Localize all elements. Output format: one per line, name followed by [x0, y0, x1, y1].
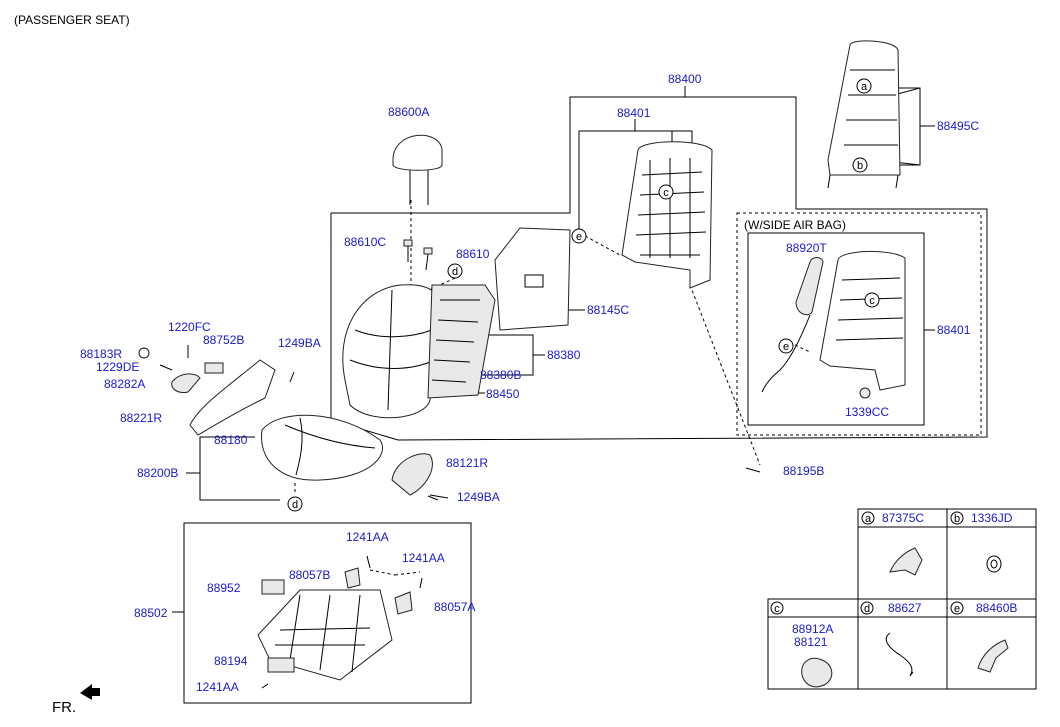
legend-part-88627: 88627 [888, 601, 922, 615]
label-88752b: 88752B [203, 333, 244, 347]
label-88495c: 88495C [937, 119, 979, 133]
diagram-title: (PASSENGER SEAT) [14, 13, 130, 27]
side-airbag-module [795, 257, 824, 316]
svg-text:e: e [954, 603, 960, 615]
clip-87375c-icon [889, 547, 923, 576]
legend-cell-a: a 87375C [861, 511, 924, 576]
label-88057a: 88057A [434, 600, 475, 614]
svg-text:c: c [869, 295, 875, 307]
legend-part-88121: 88121 [794, 635, 828, 649]
legend-cell-d: d 88627 [860, 601, 922, 677]
label-88400: 88400 [668, 72, 702, 86]
legend-cell-e: e 88460B [950, 601, 1017, 673]
label-1220fc: 1220FC [168, 320, 211, 334]
callout-d-top: d [447, 263, 463, 279]
callout-e-side: e [778, 338, 794, 354]
label-88380: 88380 [547, 348, 581, 362]
label-88057b: 88057B [289, 568, 330, 582]
front-arrow-icon [80, 684, 100, 700]
label-1339cc: 1339CC [845, 405, 889, 419]
knob-88912a-icon [801, 657, 833, 688]
label-88145c: 88145C [587, 303, 629, 317]
legend-part-87375c: 87375C [882, 511, 924, 525]
label-1249ba-top: 1249BA [278, 336, 321, 350]
label-88450: 88450 [486, 387, 520, 401]
label-1229de: 1229DE [96, 360, 139, 374]
label-88380b: 88380B [480, 368, 521, 382]
legend-part-88460b: 88460B [976, 601, 1017, 615]
legend-part-1336jd: 1336JD [971, 511, 1013, 525]
legend-table [767, 508, 1037, 690]
callout-a: a [856, 78, 872, 94]
label-1249ba-bot: 1249BA [457, 490, 500, 504]
side-airbag-title: (W/SIDE AIR BAG) [744, 218, 846, 232]
label-88920t: 88920T [786, 241, 827, 255]
svg-text:a: a [865, 513, 872, 525]
side-airbag-dashed-box [736, 212, 982, 436]
fastener-88183r [138, 347, 150, 359]
label-88194: 88194 [214, 654, 248, 668]
seat-track [257, 555, 423, 689]
label-88401-top: 88401 [617, 106, 651, 120]
leader-88200b [199, 436, 280, 501]
wire-88627-icon [885, 632, 914, 677]
svg-text:d: d [864, 603, 870, 615]
label-fr: FR. [52, 699, 76, 716]
callout-e-top: e [571, 228, 587, 244]
headrest [392, 134, 443, 205]
label-88952: 88952 [207, 581, 241, 595]
callout-c-top: c [658, 184, 674, 200]
svg-text:a: a [861, 81, 868, 93]
label-1241aa-c: 1241AA [196, 680, 239, 694]
headrest-guides [403, 239, 433, 271]
hook-88460b-icon [977, 639, 1009, 673]
label-88610: 88610 [456, 247, 490, 261]
side-airbag-frame [761, 250, 906, 393]
label-88221r: 88221R [120, 411, 162, 425]
seat-track-box [183, 522, 472, 704]
back-panel-88495c [827, 40, 901, 189]
label-88195b: 88195B [783, 464, 824, 478]
label-1241aa-a: 1241AA [346, 530, 389, 544]
callout-c-side: c [864, 292, 880, 308]
side-airbag-inner-box [747, 232, 925, 426]
legend-cell-c: c 88912A 88121 [770, 601, 833, 688]
label-88200b: 88200B [137, 466, 178, 480]
callout-d-bottom: d [287, 496, 303, 512]
svg-text:b: b [857, 160, 863, 172]
svg-text:c: c [663, 187, 669, 199]
label-88610c: 88610C [344, 235, 386, 249]
label-88401-side: 88401 [937, 323, 971, 337]
label-88121r: 88121R [446, 456, 488, 470]
seat-cushion [261, 414, 383, 481]
svg-text:e: e [576, 231, 582, 243]
label-88600a: 88600A [388, 105, 429, 119]
side-shield-outer [171, 359, 276, 436]
legend-part-88912a: 88912A [792, 622, 833, 636]
side-shield-inner [391, 453, 433, 496]
svg-text:d: d [452, 266, 458, 278]
label-1241aa-b: 1241AA [402, 551, 445, 565]
grommet-1336jd-icon [986, 555, 1002, 573]
label-88183r: 88183R [80, 347, 122, 361]
back-board [494, 227, 571, 331]
svg-text:b: b [954, 513, 960, 525]
seatback-cover [342, 284, 443, 419]
nut-1339cc [859, 387, 871, 399]
label-88282a: 88282A [104, 377, 145, 391]
label-88180: 88180 [214, 433, 248, 447]
label-88502: 88502 [134, 606, 168, 620]
svg-text:d: d [292, 499, 298, 511]
svg-text:e: e [783, 341, 789, 353]
seatback-frame [621, 141, 713, 289]
svg-text:c: c [774, 603, 780, 615]
legend-cell-b: b 1336JD [950, 511, 1013, 573]
callout-b: b [852, 157, 868, 173]
